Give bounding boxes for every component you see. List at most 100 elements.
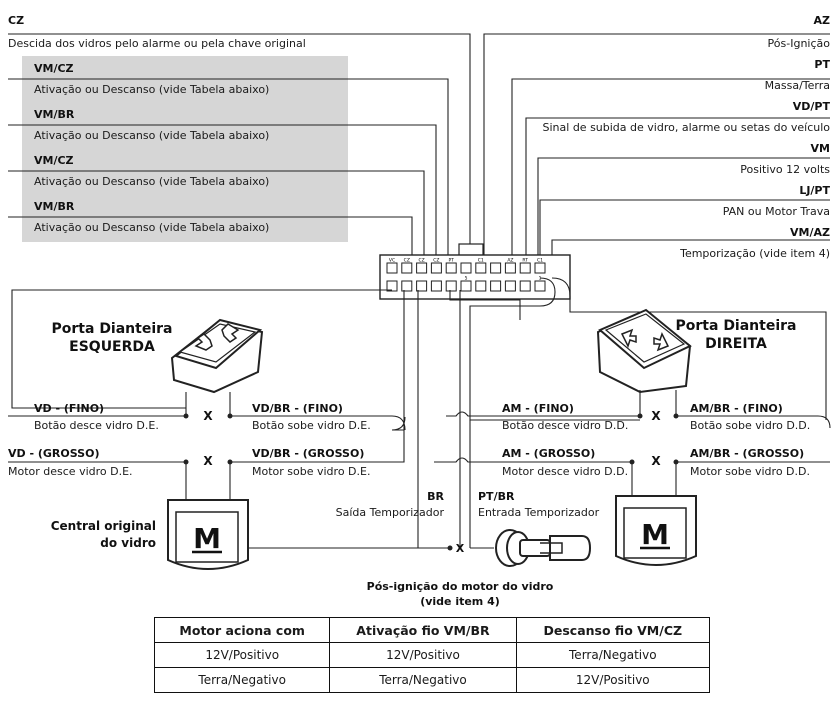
connector-top-pin-label: AZ bbox=[507, 258, 513, 264]
connector-top-pin-label: CZ bbox=[433, 258, 439, 264]
activation-table: Motor aciona com Ativação fio VM/BR Desc… bbox=[153, 617, 711, 693]
central-original-2: do vidro bbox=[100, 536, 156, 550]
wire-desc: PAN ou Motor Trava bbox=[723, 205, 830, 218]
wire-desc: Pós-Ignição bbox=[768, 37, 831, 50]
right-wire-vm: VM Positivo 12 volts bbox=[537, 142, 830, 258]
wire-code: CZ bbox=[8, 14, 24, 27]
connector-top-pin bbox=[416, 262, 428, 274]
am-fino-code: AM - (FINO) bbox=[502, 402, 574, 415]
wire-code: VM/BR bbox=[34, 108, 75, 121]
connector-top-pin-label: C1 bbox=[478, 258, 484, 264]
pos-ignicao-title-1: Pós-ignição do motor do vidro bbox=[367, 580, 554, 593]
vdbr-fino-desc: Botão sobe vidro D.E. bbox=[252, 419, 371, 432]
left-wire-vmbr-2: VM/BR Ativação ou Descanso (vide Tabela … bbox=[8, 200, 413, 258]
wire-desc: Sinal de subida de vidro, alarme ou seta… bbox=[543, 121, 831, 134]
left-wire-vmcz-2: VM/CZ Ativação ou Descanso (vide Tabela … bbox=[8, 154, 425, 258]
left-door-title-2: ESQUERDA bbox=[69, 339, 155, 355]
vd-fino-desc: Botão desce vidro D.E. bbox=[34, 419, 159, 432]
connector-top-pin-label: C1 bbox=[537, 258, 543, 264]
connector-top-pin bbox=[534, 262, 546, 274]
left-door-title-1: Porta Dianteira bbox=[52, 321, 173, 337]
connector-bottom-pin bbox=[534, 280, 546, 292]
wire-desc: Ativação ou Descanso (vide Tabela abaixo… bbox=[34, 221, 269, 234]
wire-desc: Positivo 12 volts bbox=[740, 163, 830, 176]
table-cell: Terra/Negativo bbox=[515, 642, 711, 668]
table-cell: 12V/Positivo bbox=[153, 642, 331, 668]
pos-ignicao-title-2: (vide item 4) bbox=[420, 595, 500, 608]
ambr-grosso-desc: Motor sobe vidro D.D. bbox=[690, 465, 810, 478]
table-row: 12V/Positivo 12V/Positivo Terra/Negativo bbox=[153, 642, 711, 668]
left-door-switch bbox=[170, 318, 264, 394]
vdbr-grosso-desc: Motor sobe vidro D.E. bbox=[252, 465, 370, 478]
vdbr-fino-code: VD/BR - (FINO) bbox=[252, 402, 343, 415]
ignition-key-icon bbox=[495, 529, 592, 567]
vdbr-grosso-code: VD/BR - (GROSSO) bbox=[252, 447, 364, 460]
table-cell: Terra/Negativo bbox=[153, 667, 331, 693]
left-wire-cz: CZ Descida dos vidros pelo alarme ou pel… bbox=[8, 14, 471, 258]
vd-grosso-code: VD - (GROSSO) bbox=[8, 447, 99, 460]
ambr-grosso-code: AM/BR - (GROSSO) bbox=[690, 447, 804, 460]
wire-group-background bbox=[22, 56, 348, 242]
motor-letter: M bbox=[641, 518, 669, 551]
wire-code: VM/AZ bbox=[790, 226, 830, 239]
right-wire-pt: PT Massa/Terra bbox=[511, 58, 830, 258]
cut-mark: X bbox=[203, 409, 213, 423]
vd-fino-code: VD - (FINO) bbox=[34, 402, 104, 415]
ptbr-code: PT/BR bbox=[478, 490, 515, 503]
connector-top-pin bbox=[386, 262, 398, 274]
wire-desc: Ativação ou Descanso (vide Tabela abaixo… bbox=[34, 129, 269, 142]
connector-bottom-pin bbox=[416, 280, 428, 292]
connector-bottom-pin bbox=[490, 280, 502, 292]
connector-bottom-pin bbox=[504, 280, 516, 292]
connector-top-pin bbox=[460, 262, 472, 274]
right-wire-ljpt: LJ/PT PAN ou Motor Trava bbox=[539, 184, 830, 290]
connector-bottom-pin bbox=[460, 280, 472, 292]
cut-mark: X bbox=[651, 409, 661, 423]
central-original-1: Central original bbox=[51, 519, 156, 533]
connector-bottom-pin bbox=[401, 280, 413, 292]
table-header: Motor aciona com bbox=[153, 617, 331, 643]
connector-top-pin bbox=[401, 262, 413, 274]
connector-top-pin-label: CZ bbox=[404, 258, 410, 264]
table-header: Ativação fio VM/BR bbox=[329, 617, 517, 643]
connector-top-pin bbox=[490, 262, 502, 274]
cut-mark: X bbox=[456, 542, 465, 555]
wire-code: PT bbox=[814, 58, 830, 71]
left-wire-vmbr-1: VM/BR Ativação ou Descanso (vide Tabela … bbox=[8, 108, 437, 290]
connector-bottom-pin bbox=[386, 280, 398, 292]
connector-top-pin-label: PT bbox=[448, 258, 454, 264]
wire-code: VM/CZ bbox=[34, 154, 74, 167]
connector-top-pin bbox=[475, 262, 487, 274]
cut-mark: X bbox=[651, 454, 661, 468]
connector-top-pin-label: CZ bbox=[418, 258, 424, 264]
motor-letter: M bbox=[193, 522, 221, 555]
br-desc: Saída Temporizador bbox=[336, 506, 445, 519]
connector-top-pin-label: VC bbox=[389, 258, 395, 264]
connector-bottom-pin-label: 5 bbox=[465, 276, 468, 282]
wire-desc: Massa/Terra bbox=[765, 79, 830, 92]
left-wire-vmcz-1: VM/CZ Ativação ou Descanso (vide Tabela … bbox=[8, 62, 449, 258]
connector-top-pin-label: RT bbox=[522, 258, 528, 264]
table-row: Terra/Negativo Terra/Negativo 12V/Positi… bbox=[153, 667, 711, 693]
ambr-fino-desc: Botão sobe vidro D.D. bbox=[690, 419, 810, 432]
cut-mark: X bbox=[203, 454, 213, 468]
right-door-title-1: Porta Dianteira bbox=[676, 318, 797, 334]
wire-desc: Descida dos vidros pelo alarme ou pela c… bbox=[8, 37, 306, 50]
connector-bottom-pin bbox=[475, 280, 487, 292]
table-header: Descanso fio VM/CZ bbox=[515, 617, 711, 643]
table-cell: 12V/Positivo bbox=[515, 667, 711, 693]
am-grosso-code: AM - (GROSSO) bbox=[502, 447, 595, 460]
connector-top-pin bbox=[504, 262, 516, 274]
right-wire-az: AZ Pós-Ignição bbox=[483, 14, 831, 258]
left-motor: M bbox=[167, 499, 249, 570]
br-code: BR bbox=[427, 490, 444, 503]
table-header-row: Motor aciona com Ativação fio VM/BR Desc… bbox=[153, 617, 711, 643]
connector-bottom-pin bbox=[445, 280, 457, 292]
wire-code: LJ/PT bbox=[799, 184, 830, 197]
right-wire-vdpt: VD/PT Sinal de subida de vidro, alarme o… bbox=[525, 100, 831, 258]
right-motor: M bbox=[615, 495, 697, 566]
vd-grosso-desc: Motor desce vidro D.E. bbox=[8, 465, 133, 478]
am-fino-desc: Botão desce vidro D.D. bbox=[502, 419, 628, 432]
